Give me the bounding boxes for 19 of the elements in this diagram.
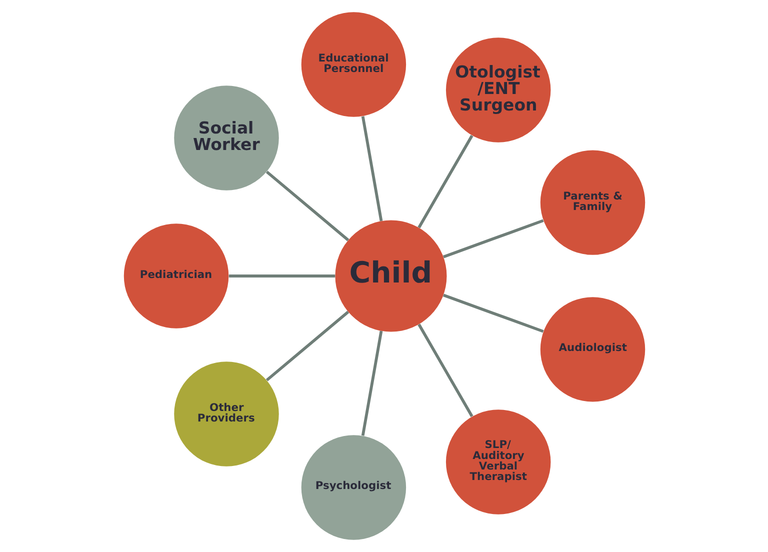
node-circle: Psychologist xyxy=(300,435,406,540)
node-circle: Pediatrician xyxy=(123,224,228,328)
connector xyxy=(265,310,349,382)
connector xyxy=(228,274,335,278)
node-circle: SLP/ Auditory Verbal Therapist xyxy=(445,410,550,514)
node-circle: Otologist /ENT Surgeon xyxy=(445,38,550,142)
node-circle: Educational Personnel xyxy=(300,12,406,117)
node-circle: Other Providers xyxy=(174,362,278,466)
node-circle: Parents & Family xyxy=(540,150,645,255)
connector xyxy=(360,330,382,436)
connector xyxy=(442,219,544,258)
connector xyxy=(442,294,544,333)
node-circle: Audiologist xyxy=(540,297,645,402)
connector xyxy=(417,134,473,228)
node-circle: Child xyxy=(334,220,446,332)
connector xyxy=(360,116,382,222)
connector xyxy=(417,324,473,418)
connector xyxy=(265,170,349,242)
node-circle: Social Worker xyxy=(174,86,278,190)
